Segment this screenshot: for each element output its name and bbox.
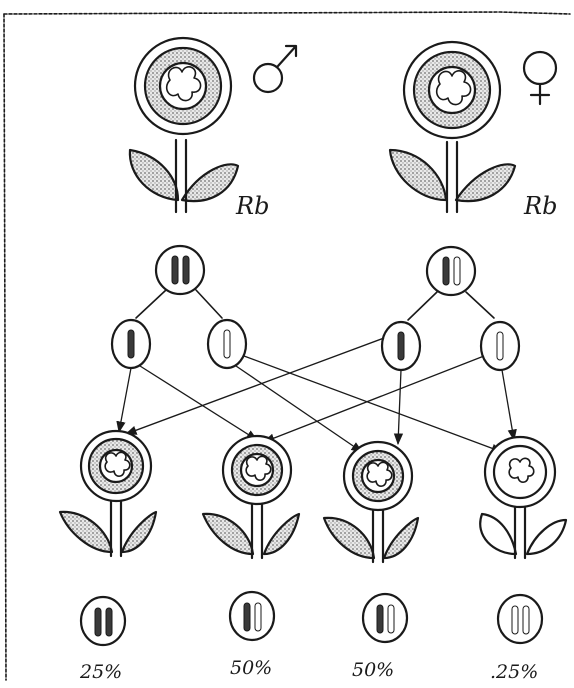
leaf-right	[454, 163, 517, 203]
percentage-label-1: 25%	[79, 661, 122, 683]
male-symbol	[252, 44, 298, 94]
paper-frame	[3, 11, 571, 681]
arrow	[501, 369, 517, 442]
male-genotype-label: Rb	[235, 192, 269, 220]
female-genotype-label: Rb	[523, 192, 557, 220]
percentage-label-2: 50%	[230, 657, 272, 679]
offspring-flower-4	[479, 435, 568, 560]
gamete-male-light	[206, 318, 248, 370]
offspring-flower-1	[58, 429, 158, 558]
stem	[174, 138, 188, 214]
petal-pattern	[165, 66, 202, 102]
parent-flower-female	[388, 40, 517, 214]
stem	[445, 140, 459, 214]
offspring-cell-2	[228, 590, 276, 642]
leaf-right	[180, 163, 240, 203]
gamete-male-dark	[110, 318, 152, 370]
offspring-cell-3	[361, 592, 409, 644]
arrow	[262, 355, 485, 443]
offspring-cell-1	[79, 595, 127, 647]
offspring-flower-3	[322, 440, 420, 564]
arrow	[235, 365, 363, 453]
percentage-label-3: 50%	[352, 659, 394, 681]
leaf-left	[128, 148, 180, 202]
parent-cell-male	[154, 244, 206, 296]
arrow	[393, 369, 404, 446]
parent-cell-female	[425, 245, 477, 297]
female-symbol	[522, 50, 558, 106]
percentage-label-4: .25%	[490, 661, 538, 683]
meiosis-lines	[135, 289, 495, 321]
offspring-flower-2	[201, 434, 301, 560]
arrow	[243, 355, 504, 453]
arrow	[124, 337, 385, 435]
gamete-female-light	[479, 320, 521, 372]
leaf-left	[388, 148, 448, 202]
parent-flower-male	[128, 36, 240, 214]
arrow	[139, 365, 258, 441]
gamete-female-dark	[380, 320, 422, 372]
arrow	[116, 367, 132, 434]
offspring-cell-4	[496, 593, 544, 645]
petal-pattern	[435, 70, 472, 106]
fertilization-arrows	[116, 337, 517, 453]
